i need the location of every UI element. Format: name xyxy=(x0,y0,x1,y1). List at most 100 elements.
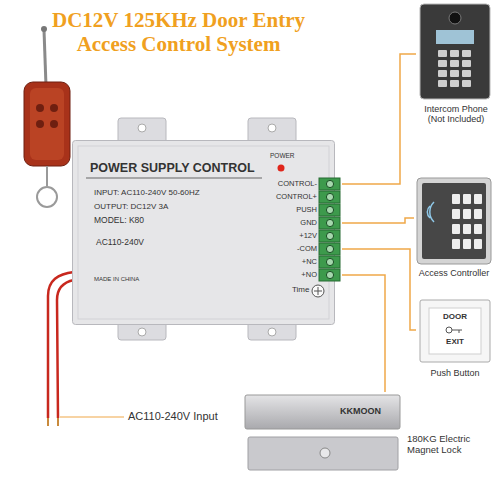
terminal-name: +12V xyxy=(268,232,317,241)
key-chain xyxy=(46,166,48,186)
spec-text: INPUT: AC110-240V 50-60HZ xyxy=(94,188,200,197)
terminal-block xyxy=(319,204,340,216)
terminal-screw xyxy=(326,193,333,200)
power-supply-box: POWER SUPPLY CONTROLPOWERINPUT: AC110-24… xyxy=(72,140,335,325)
terminal-screw xyxy=(326,271,333,278)
screw-hole xyxy=(138,124,146,132)
keypad-key xyxy=(462,80,471,87)
terminal-block xyxy=(319,178,340,190)
button-text: EXIT xyxy=(420,337,490,346)
time-knob xyxy=(312,285,324,297)
red-wire xyxy=(57,280,74,418)
wire-line xyxy=(342,249,416,330)
device-label: Intercom Phone (Not Included) xyxy=(416,104,496,125)
keypad-key xyxy=(474,209,482,219)
underline xyxy=(86,178,262,179)
remote-button xyxy=(36,104,44,112)
device-label: 180KG Electric Magnet Lock xyxy=(407,434,495,456)
wire-line xyxy=(342,218,414,223)
terminal-block xyxy=(319,243,340,255)
keypad-key xyxy=(463,209,471,219)
remote-body xyxy=(24,82,70,166)
wire-connector xyxy=(342,249,416,330)
keypad-key xyxy=(463,194,471,204)
keypad-key xyxy=(462,70,471,77)
diagram-title: DC12V 125KHz Door Entry Access Control S… xyxy=(26,8,331,56)
copper-tip xyxy=(47,418,49,426)
remote-control xyxy=(24,26,70,207)
keypad-key xyxy=(438,70,447,77)
magnet-lock: KKMOON 180KG Electric Magnet Lock xyxy=(240,392,495,477)
keypad-key xyxy=(462,60,471,67)
key-icon xyxy=(452,330,462,333)
terminal-name: CONTROL+ xyxy=(268,193,317,202)
keypad-key xyxy=(450,50,459,57)
spec-text: MODEL: K80 xyxy=(94,216,144,226)
brand-mark: KKMOON xyxy=(340,406,381,416)
screw-hole xyxy=(138,328,146,336)
wire-connector xyxy=(342,54,416,184)
lock-body xyxy=(245,395,400,429)
antenna-tip xyxy=(41,26,47,32)
keypad-key xyxy=(474,194,482,204)
red-wire xyxy=(48,272,74,418)
keypad-key xyxy=(438,80,447,87)
keypad-key xyxy=(452,224,460,234)
antenna xyxy=(44,30,46,86)
terminal-name: GND xyxy=(268,219,317,228)
terminal-block xyxy=(319,269,340,281)
keypad-key xyxy=(462,50,471,57)
keypad-key xyxy=(474,239,482,249)
keypad-key xyxy=(452,209,460,219)
spec-text: OUTPUT: DC12V 3A xyxy=(94,202,168,211)
key-icon xyxy=(446,327,452,333)
keypad-key xyxy=(438,50,447,57)
button-plate xyxy=(420,300,490,362)
keypad-key xyxy=(438,60,447,67)
rfid-symbol xyxy=(427,202,434,222)
terminal-name: PUSH xyxy=(268,206,317,215)
led-label: POWER xyxy=(270,152,295,159)
plate-hole xyxy=(320,448,330,458)
terminal-screw xyxy=(326,232,333,239)
remote-face xyxy=(30,88,64,160)
keypad-key xyxy=(452,239,460,249)
intercom-panel xyxy=(420,4,490,99)
terminal-block xyxy=(319,230,340,242)
intercom-phone: Intercom Phone (Not Included) xyxy=(416,4,496,134)
origin-mark: MADE IN CHINA xyxy=(94,276,139,283)
keypad-key xyxy=(450,60,459,67)
wire-line xyxy=(342,275,385,392)
terminal-screw xyxy=(326,258,333,265)
screw-hole xyxy=(268,124,276,132)
power-led xyxy=(278,165,285,172)
keypad-key xyxy=(452,194,460,204)
remote-button xyxy=(36,120,44,128)
push-button: DOOR EXIT Push Button xyxy=(416,300,494,388)
wire-connector xyxy=(342,275,385,392)
remote-button xyxy=(50,120,58,128)
leader-line xyxy=(60,416,124,417)
terminal-screw xyxy=(326,219,333,226)
screen xyxy=(436,30,474,44)
device-label: Access Controller xyxy=(414,268,494,278)
button-text: DOOR xyxy=(420,312,490,321)
box-face xyxy=(78,146,329,319)
box-body xyxy=(73,141,335,325)
input-label: AC110-240V Input xyxy=(128,410,218,423)
wire-connector xyxy=(342,218,414,223)
terminal-name: +NC xyxy=(268,258,317,267)
keypad-frame xyxy=(417,178,491,264)
terminal-block xyxy=(319,191,340,203)
voltage-label: AC110-240V xyxy=(96,238,144,248)
keypad-key xyxy=(474,224,482,234)
terminal-block xyxy=(319,256,340,268)
terminal-screw xyxy=(326,206,333,213)
terminal-screw xyxy=(326,245,333,252)
terminal-strip: CONTROL-CONTROL+PUSHGND+12V-COM+NC+NO xyxy=(268,178,342,284)
device-label: Push Button xyxy=(414,368,496,378)
screw-hole xyxy=(268,328,276,336)
terminal-name: -COM xyxy=(268,245,317,254)
keypad-key xyxy=(450,70,459,77)
